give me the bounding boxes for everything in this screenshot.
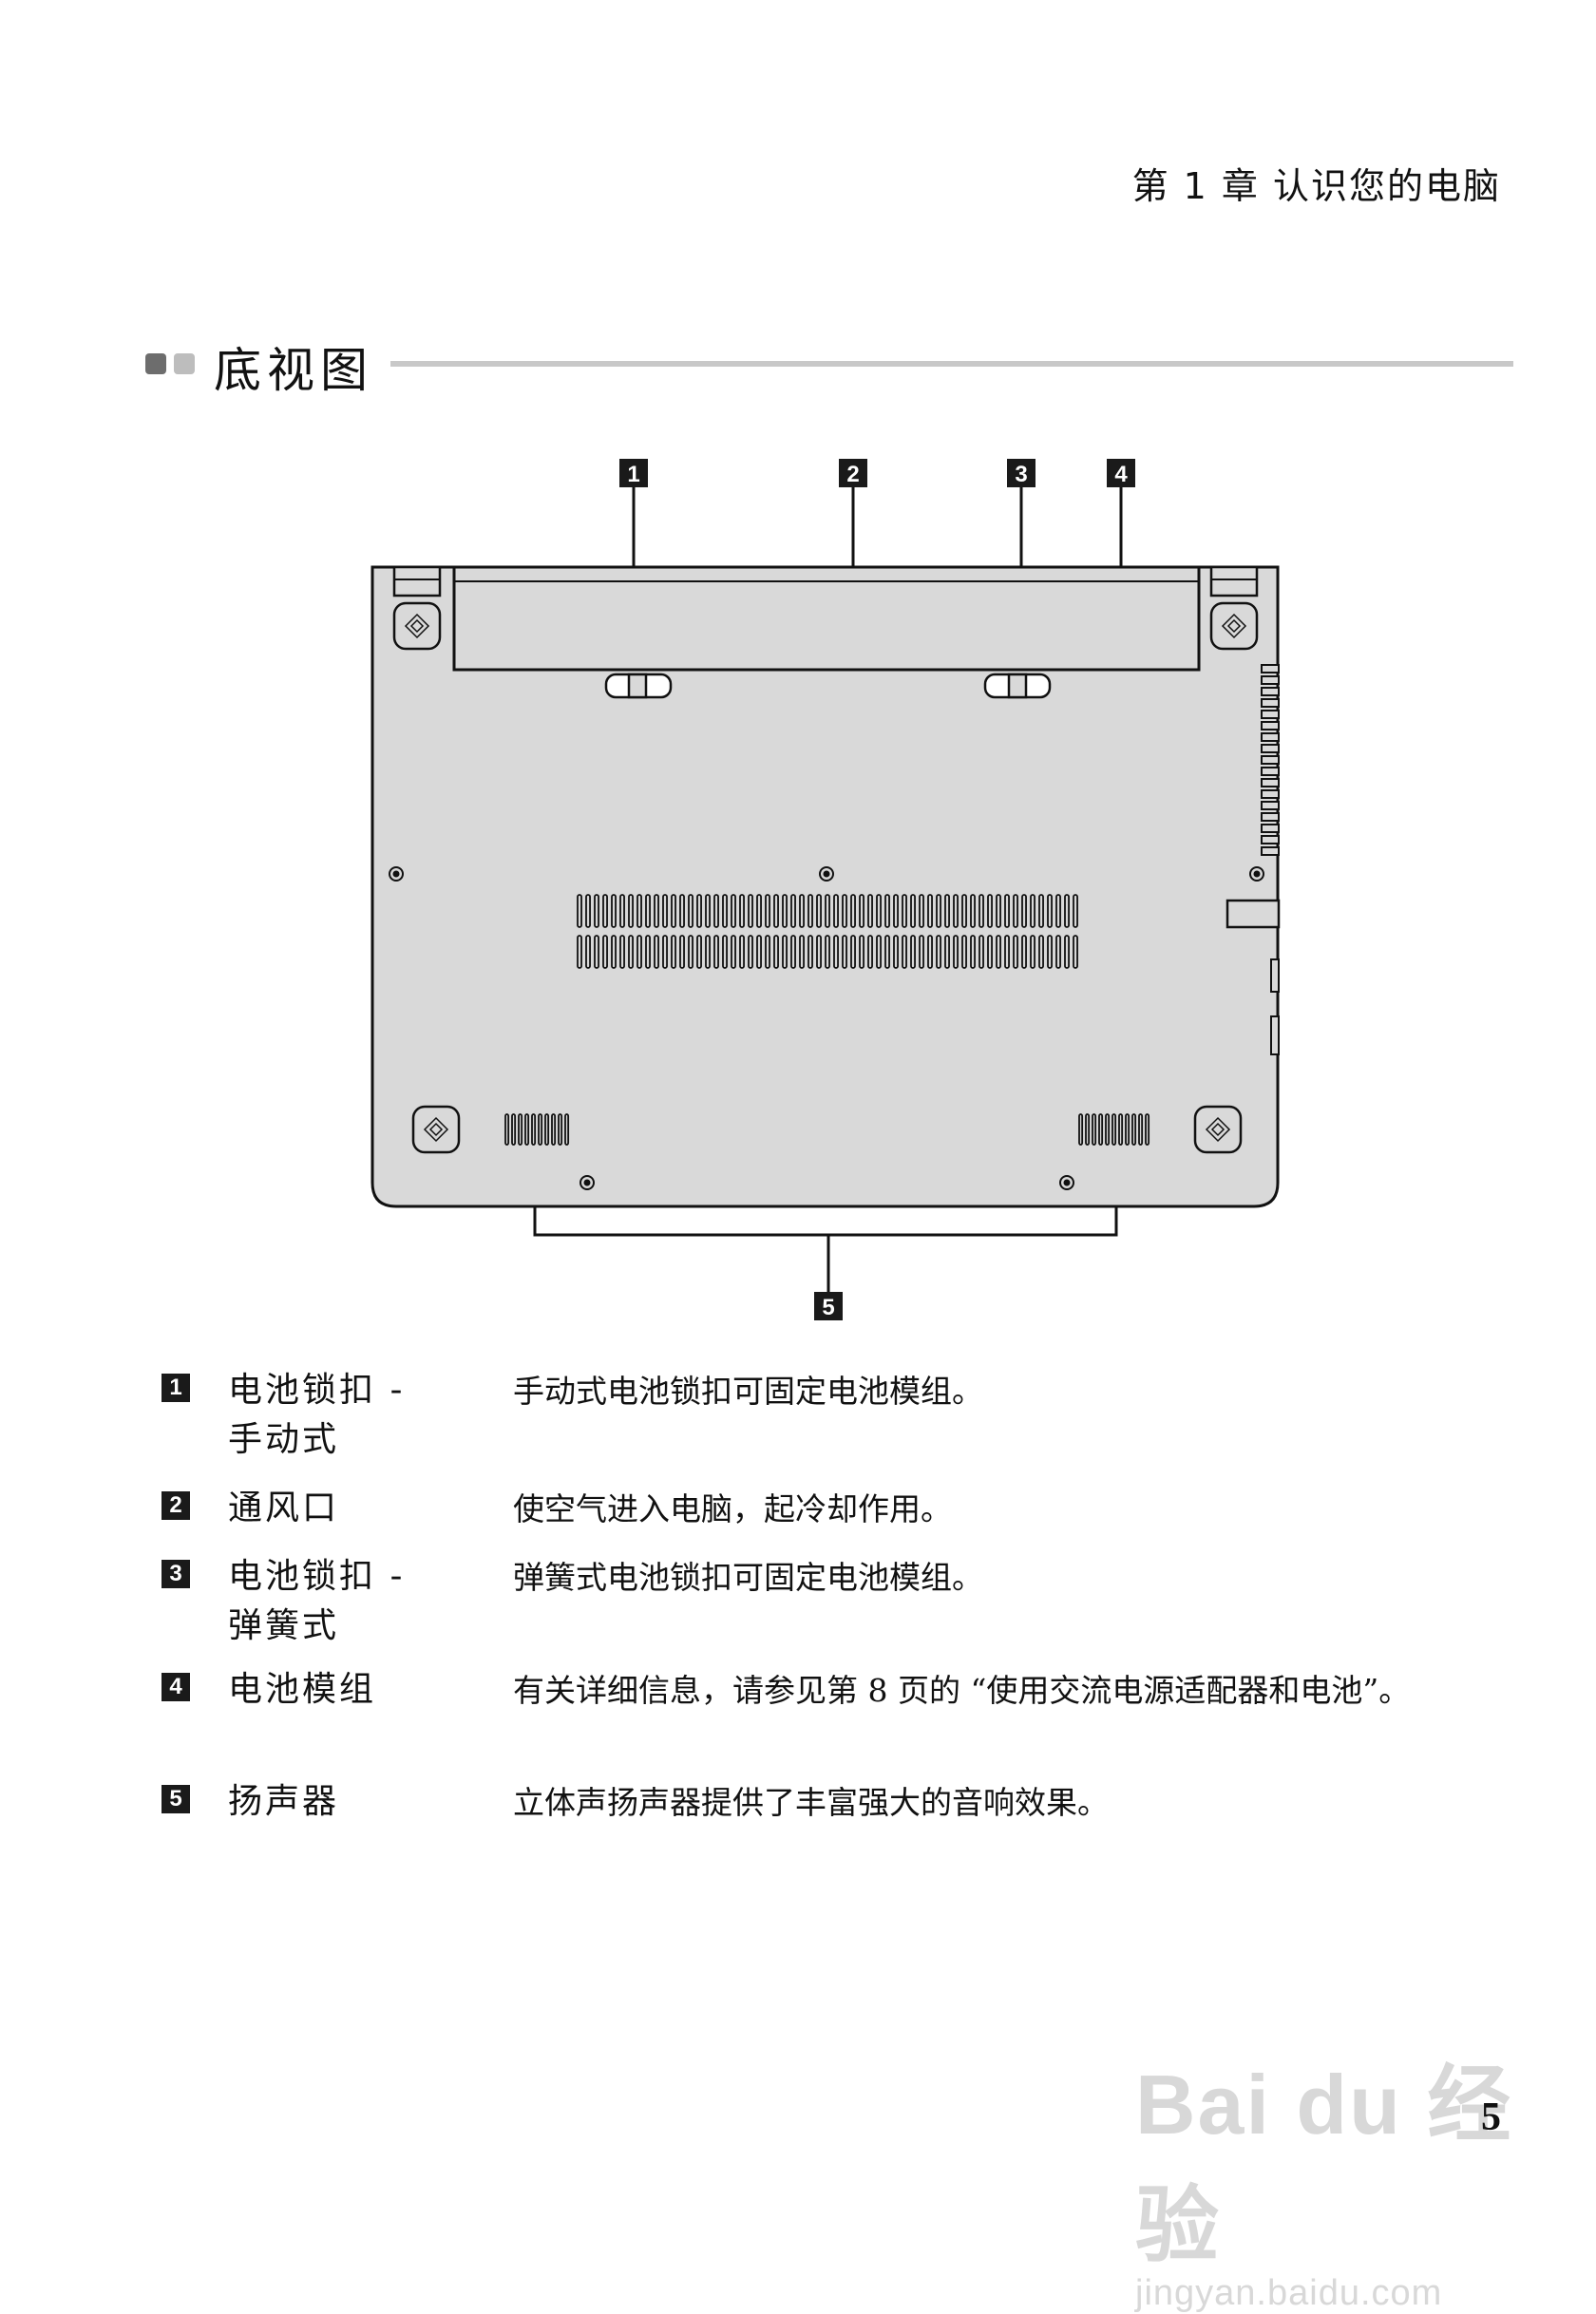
- watermark-url: jingyan.baidu.com: [1135, 2273, 1443, 2313]
- heading-bullet-light: [174, 353, 195, 374]
- speaker-right: [1078, 1113, 1150, 1146]
- battery-module: [452, 565, 1201, 672]
- side-vent: [1261, 664, 1280, 856]
- side-connector: [1226, 899, 1281, 929]
- air-vent: [577, 894, 1078, 969]
- item-description: 手动式电池锁扣可固定电池模组。: [513, 1373, 983, 1410]
- item-number: 3: [162, 1560, 190, 1588]
- item-number: 2: [162, 1491, 190, 1520]
- heading-rule: [390, 361, 1513, 367]
- item-label: 通风口: [228, 1489, 340, 1527]
- item-number: 5: [162, 1785, 190, 1813]
- item-description: 使空气进入电脑，起冷却作用。: [513, 1490, 952, 1527]
- item-number: 1: [162, 1374, 190, 1402]
- rubber-feet: [392, 601, 1259, 1154]
- item-label: 扬声器: [228, 1782, 340, 1821]
- svg-text:2: 2: [846, 462, 859, 487]
- speaker-left: [504, 1113, 570, 1146]
- item-description: 有关详细信息，请参见第 8 页的 “使用交流电源适配器和电池”。: [513, 1672, 1411, 1709]
- chapter-header: 第 1 章 认识您的电脑: [1131, 165, 1501, 207]
- item-description: 立体声扬声器提供了丰富强大的音响效果。: [513, 1784, 1109, 1821]
- item-label: 电池模组: [228, 1670, 377, 1709]
- callout-badge-3: 3: [1007, 459, 1036, 487]
- callout-badge-5: 5: [814, 1292, 843, 1320]
- svg-text:4: 4: [1114, 462, 1128, 487]
- watermark: Bai du 经验 jingyan.baidu.com: [1135, 2038, 1596, 2314]
- laptop-chassis: [370, 565, 1280, 1208]
- heading-bullet-dark: [145, 353, 166, 374]
- battery-latch-spring: [983, 673, 1052, 699]
- section-title: 底视图: [214, 343, 373, 398]
- battery-latch-manual: [604, 673, 673, 699]
- watermark-brand: Bai du 经验: [1135, 2058, 1513, 2272]
- item-label: 电池锁扣 -弹簧式: [228, 1557, 406, 1645]
- svg-text:3: 3: [1015, 462, 1027, 487]
- callout-badge-2: 2: [839, 459, 867, 487]
- callout-badge-4: 4: [1107, 459, 1135, 487]
- screws: [389, 866, 1264, 1190]
- svg-text:1: 1: [627, 462, 639, 487]
- item-number: 4: [162, 1673, 190, 1701]
- svg-text:5: 5: [822, 1295, 834, 1320]
- section-heading: 底视图: [145, 332, 1513, 399]
- item-label: 电池锁扣 -手动式: [228, 1371, 406, 1459]
- laptop-bottom-diagram: 1 2 3 4 5: [370, 459, 1281, 1320]
- page-number: 5: [1481, 2096, 1501, 2139]
- item-description: 弹簧式电池锁扣可固定电池模组。: [513, 1559, 983, 1596]
- callout-badge-1: 1: [619, 459, 648, 487]
